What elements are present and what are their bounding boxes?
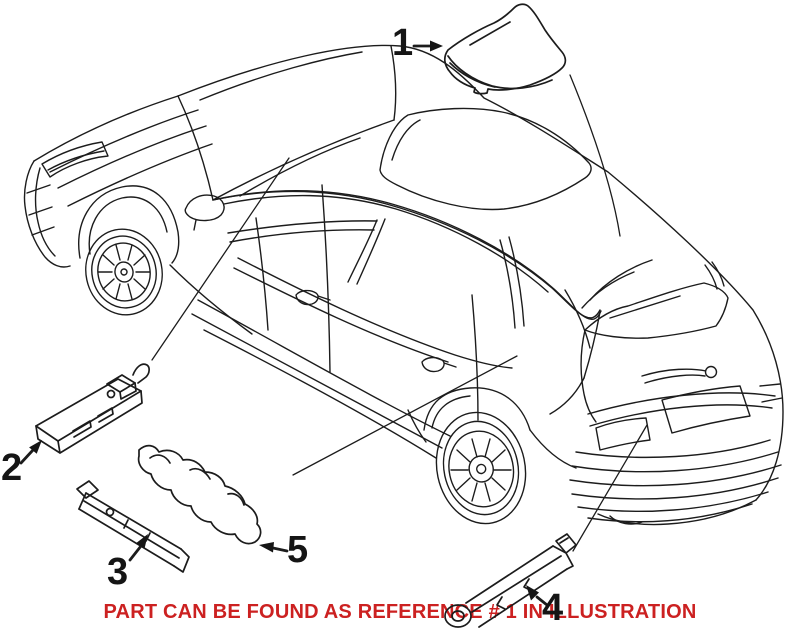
- leader-part1: [569, 74, 621, 237]
- arrow-1: [412, 40, 443, 52]
- part-2-amplifier-drawing: [35, 363, 150, 454]
- part-5-bracket-drawing: [137, 444, 262, 545]
- arrow-4: [526, 585, 549, 607]
- leader-part5: [292, 355, 518, 476]
- callout-4-label: 4: [542, 587, 564, 629]
- leader-part4: [572, 424, 648, 552]
- callout-arrows: [19, 40, 549, 607]
- arrow-3: [128, 534, 148, 562]
- leader-part2: [151, 157, 290, 361]
- leader-lines: [151, 74, 648, 552]
- callout-1-label: 1: [392, 22, 414, 64]
- callout-5-label: 5: [287, 529, 309, 571]
- callout-3-label: 3: [107, 551, 129, 593]
- part-1-antenna-drawing: [444, 3, 567, 95]
- arrow-5: [259, 542, 289, 553]
- car-illustration: [23, 44, 784, 526]
- arrow-2: [19, 440, 42, 465]
- part-3-amplifier-drawing: [76, 480, 190, 573]
- caption-text: PART CAN BE FOUND AS REFERENCE # 1 IN IL…: [103, 601, 697, 623]
- part-4-amplifier-drawing: [444, 533, 577, 628]
- callout-2-label: 2: [1, 447, 23, 489]
